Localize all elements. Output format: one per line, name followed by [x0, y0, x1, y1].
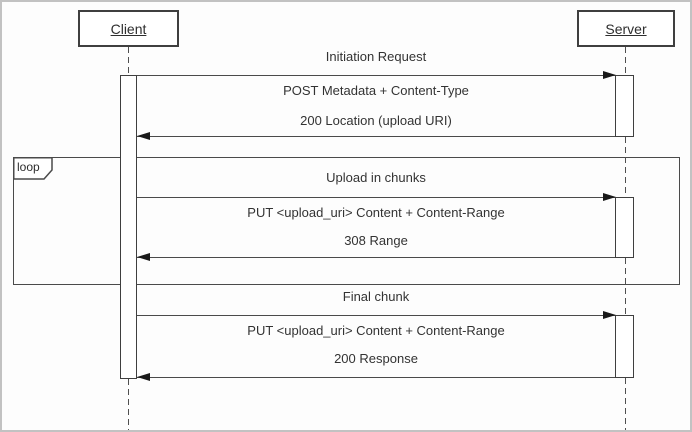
server-lifeline — [625, 258, 626, 316]
arrowhead-left-icon — [137, 253, 150, 261]
actor-client: Client — [78, 10, 179, 47]
client-activation — [120, 75, 137, 379]
server-lifeline — [625, 137, 626, 197]
request-label: PUT <upload_uri> Content + Content-Range — [247, 323, 505, 338]
arrowhead-left-icon — [137, 373, 150, 381]
response-label: 308 Range — [344, 233, 408, 248]
server-activation — [615, 197, 634, 258]
loop-label: loop — [17, 160, 40, 174]
arrowhead-left-icon — [137, 132, 150, 140]
response-arrow — [137, 136, 615, 137]
response-arrow — [137, 257, 615, 258]
response-arrow — [137, 377, 615, 378]
request-label: POST Metadata + Content-Type — [283, 83, 469, 98]
arrowhead-right-icon — [603, 311, 616, 319]
request-arrow — [137, 315, 615, 316]
arrowhead-right-icon — [603, 193, 616, 201]
loop-fragment — [13, 157, 680, 285]
loop-tab — [13, 157, 53, 180]
actor-client-label: Client — [110, 20, 147, 37]
client-lifeline — [128, 47, 129, 76]
server-lifeline — [625, 47, 626, 76]
message-title: Final chunk — [342, 289, 410, 304]
server-activation — [615, 75, 634, 137]
request-arrow — [137, 197, 615, 198]
client-lifeline — [128, 379, 129, 430]
actor-server: Server — [577, 10, 675, 47]
response-label: 200 Location (upload URI) — [300, 113, 452, 128]
actor-server-label: Server — [605, 20, 647, 37]
request-arrow — [137, 75, 615, 76]
server-lifeline — [625, 378, 626, 430]
message-title: Initiation Request — [325, 49, 427, 64]
server-activation — [615, 315, 634, 378]
arrowhead-right-icon — [603, 71, 616, 79]
request-label: PUT <upload_uri> Content + Content-Range — [247, 205, 505, 220]
message-title: Upload in chunks — [326, 170, 426, 185]
response-label: 200 Response — [334, 351, 418, 366]
